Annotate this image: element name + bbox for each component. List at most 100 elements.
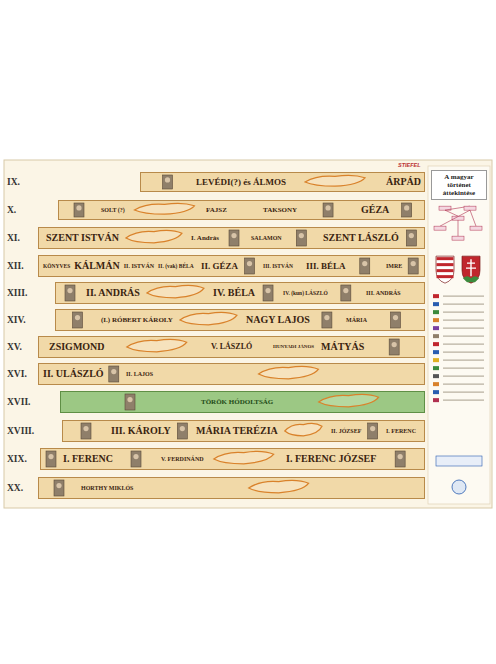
map-outline bbox=[319, 394, 379, 406]
band-fill bbox=[55, 282, 425, 304]
arms-stripe bbox=[437, 257, 454, 260]
portrait-face bbox=[404, 205, 409, 210]
portrait-face bbox=[362, 261, 367, 266]
dynasty-box bbox=[452, 236, 464, 240]
ruler-portrait bbox=[323, 203, 333, 217]
portrait-face bbox=[75, 315, 80, 320]
arms-stripe bbox=[437, 263, 454, 266]
ruler-portrait bbox=[73, 312, 83, 328]
double-cross bbox=[466, 259, 476, 276]
legend-line bbox=[443, 320, 484, 321]
portrait-face bbox=[299, 233, 304, 238]
band-fill bbox=[60, 391, 425, 413]
ruler-name: I. FERENC JÓZSEF bbox=[286, 449, 376, 469]
publisher-mark: STIEFEL bbox=[398, 162, 421, 168]
ruler-portrait bbox=[131, 451, 141, 467]
map-outline bbox=[134, 203, 194, 214]
legend-line bbox=[443, 344, 484, 345]
portrait-face bbox=[411, 261, 416, 266]
legend-line bbox=[443, 312, 484, 313]
portrait-face bbox=[398, 454, 403, 459]
ruler-name: ZSIGMOND bbox=[49, 337, 105, 357]
legend-line bbox=[443, 336, 484, 337]
arms-stripe bbox=[437, 269, 454, 272]
portrait-face bbox=[56, 483, 61, 488]
century-band: IX.LEVÉDI(?) és ÁLMOSÁRPÁD bbox=[140, 172, 425, 192]
ruler-portrait bbox=[125, 394, 135, 410]
ruler-name: III. KÁROLY bbox=[111, 421, 171, 441]
legend-symbol bbox=[433, 390, 439, 394]
legend-symbol bbox=[433, 374, 439, 378]
century-numeral: XVI. bbox=[7, 364, 27, 384]
ruler-name: TÖRÖK HÓDOLTSÁG bbox=[201, 392, 273, 412]
century-numeral: XI. bbox=[7, 228, 20, 248]
ruler-name: II. (vak) BÉLA bbox=[158, 256, 194, 276]
ruler-name: II. ANDRÁS bbox=[86, 283, 140, 303]
ruler-portrait bbox=[263, 285, 273, 301]
ruler-name: KÁLMÁN bbox=[74, 256, 120, 276]
map-outline bbox=[127, 339, 187, 351]
coat-of-arms bbox=[462, 256, 480, 283]
ruler-portrait bbox=[46, 451, 56, 467]
ruler-portrait bbox=[389, 339, 399, 355]
legend-line bbox=[443, 296, 484, 297]
portrait-face bbox=[111, 369, 116, 374]
century-numeral: IX. bbox=[7, 173, 20, 191]
ruler-name: KÖNYVES bbox=[43, 256, 70, 276]
century-band: XIX.I. FERENCV. FERDINÁNDI. FERENC JÓZSE… bbox=[40, 448, 425, 470]
coat-of-arms bbox=[436, 256, 454, 283]
legend-symbol bbox=[433, 382, 439, 386]
legend-symbol bbox=[433, 350, 439, 354]
legend-line bbox=[443, 304, 484, 305]
legend-symbol bbox=[433, 398, 439, 402]
publisher-logo bbox=[436, 456, 482, 466]
ruler-name: II. JÓZSEF bbox=[331, 421, 361, 441]
ruler-name: GÉZA bbox=[361, 201, 389, 219]
band-fill bbox=[58, 200, 425, 220]
ruler-portrait bbox=[395, 451, 405, 467]
ruler-portrait bbox=[245, 258, 255, 274]
map-outline bbox=[249, 480, 309, 492]
ruler-name: MÁTYÁS bbox=[321, 337, 364, 357]
legend-symbol bbox=[433, 302, 439, 306]
legend-symbol bbox=[433, 310, 439, 314]
hills bbox=[463, 276, 479, 282]
ruler-portrait bbox=[406, 230, 416, 246]
arms-stripe bbox=[437, 275, 454, 278]
portrait-face bbox=[67, 288, 72, 293]
ruler-name: (I.) RÓBERT KÁROLY bbox=[101, 310, 173, 330]
portrait-face bbox=[247, 261, 252, 266]
century-band: XI.SZENT ISTVÁNI. AndrásSALAMONSZENT LÁS… bbox=[38, 227, 425, 249]
ruler-name: II. LAJOS bbox=[126, 364, 153, 384]
map-outline bbox=[285, 423, 322, 435]
century-numeral: XIX. bbox=[7, 449, 27, 469]
century-band: XII.KÖNYVESKÁLMÁNII. ISTVÁNII. (vak) BÉL… bbox=[38, 255, 425, 277]
legend-symbol bbox=[433, 358, 439, 362]
map-outline bbox=[259, 366, 319, 378]
ruler-name: III. ISTVÁN bbox=[263, 256, 293, 276]
century-numeral: X. bbox=[7, 201, 16, 219]
ruler-portrait bbox=[65, 285, 75, 301]
century-numeral: XIV. bbox=[7, 310, 26, 330]
ruler-name: I. FERENC bbox=[63, 449, 113, 469]
century-numeral: XIII. bbox=[7, 283, 27, 303]
century-band: XVIII.III. KÁROLYMÁRIA TERÉZIAII. JÓZSEF… bbox=[62, 420, 425, 442]
dynasty-box bbox=[470, 226, 482, 230]
ruler-name: II. ISTVÁN bbox=[124, 256, 154, 276]
century-band: XX.HORTHY MIKLÓS bbox=[38, 477, 425, 499]
band-fill bbox=[38, 255, 425, 277]
ruler-name: IV. (kun) LÁSZLÓ bbox=[283, 283, 328, 303]
century-band: XIII.II. ANDRÁSIV. BÉLAIV. (kun) LÁSZLÓI… bbox=[55, 282, 425, 304]
ruler-portrait bbox=[322, 312, 332, 328]
legend-line bbox=[443, 328, 484, 329]
legend-line bbox=[443, 376, 484, 377]
ruler-portrait bbox=[360, 258, 370, 274]
ruler-name: SZENT ISTVÁN bbox=[46, 228, 119, 248]
band-fill bbox=[38, 363, 425, 385]
ruler-name: II. ULÁSZLÓ bbox=[43, 364, 104, 384]
portrait-face bbox=[325, 205, 330, 210]
side-panel bbox=[428, 166, 490, 504]
portrait-face bbox=[265, 288, 270, 293]
